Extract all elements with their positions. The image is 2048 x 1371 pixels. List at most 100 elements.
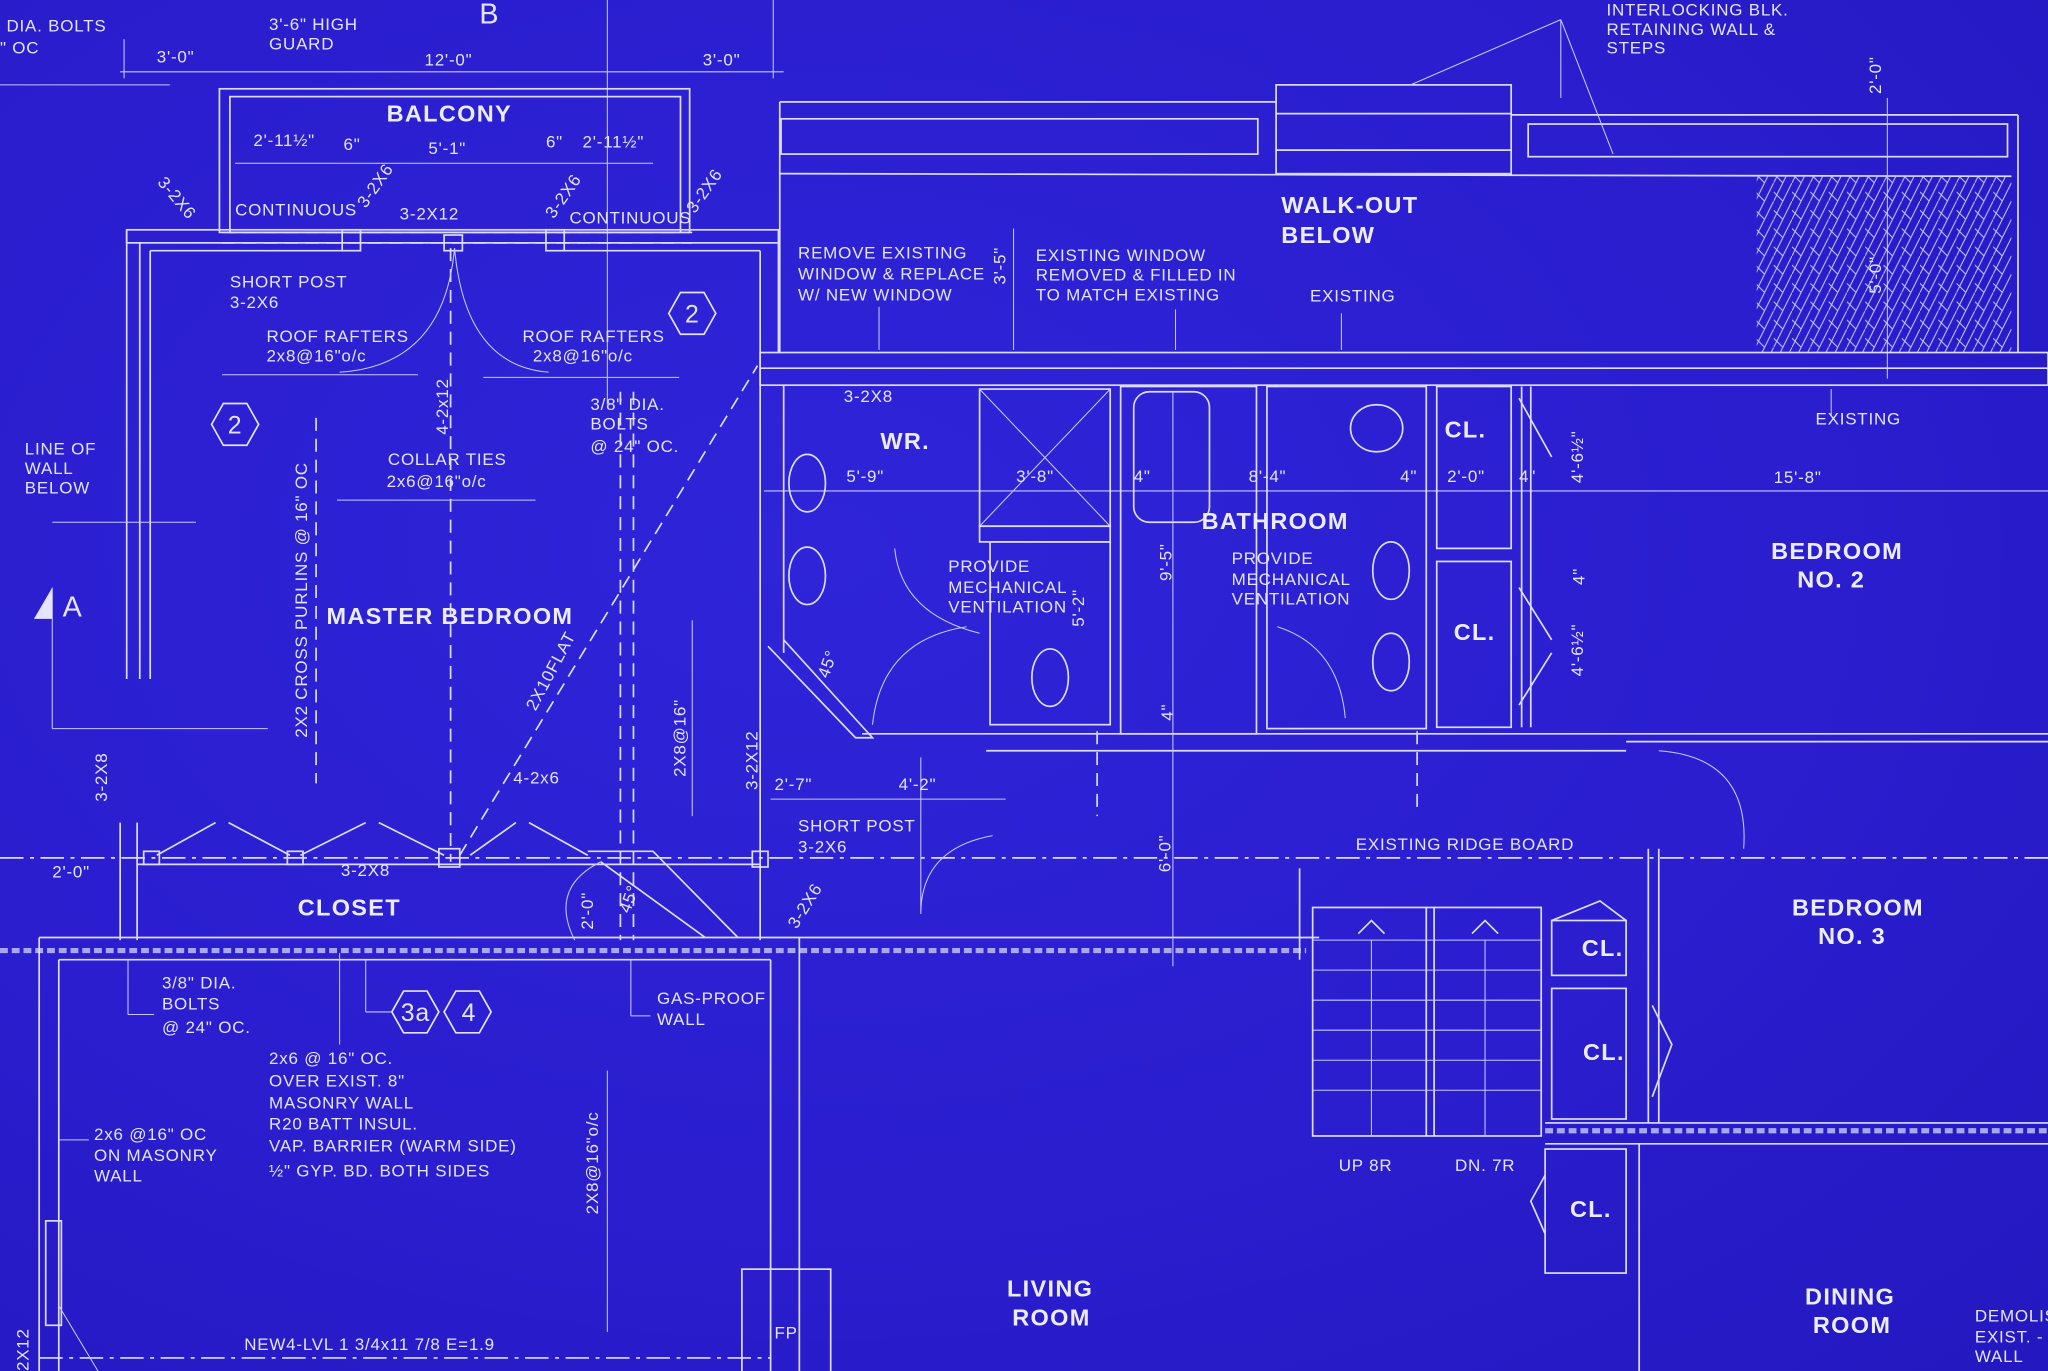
dim-label: 5'-0" bbox=[1866, 256, 1885, 294]
stair-treads bbox=[1312, 939, 1542, 1136]
bolts-note: DIA. BOLTS bbox=[7, 16, 107, 35]
room-label-closet: CL. bbox=[1582, 935, 1624, 961]
room-label-walkout: WALK-OUT bbox=[1281, 192, 1418, 218]
note-line: MECHANICAL bbox=[1232, 570, 1351, 589]
note-line: WALL bbox=[657, 1010, 706, 1029]
detail-tag-2-left: 2 bbox=[210, 402, 260, 447]
tag-number: 3a bbox=[401, 1000, 430, 1027]
note-line: MASONRY WALL bbox=[269, 1094, 414, 1113]
dim-label: 5'-2" bbox=[1069, 589, 1088, 627]
room-label-closet: CL. bbox=[1570, 1196, 1612, 1222]
note-line: REMOVE EXISTING bbox=[798, 244, 967, 263]
dim-label: 8'-4" bbox=[1249, 467, 1287, 486]
note-line: BOLTS bbox=[162, 994, 220, 1013]
dim-label: 3'-0" bbox=[157, 48, 195, 67]
note-line: @ 24" OC. bbox=[162, 1018, 251, 1037]
note-line: W/ NEW WINDOW bbox=[798, 285, 952, 304]
note-line: 3/8" DIA. bbox=[162, 973, 236, 992]
room-label-closet: CL. bbox=[1583, 1039, 1625, 1065]
member-label: 3-2X12 bbox=[400, 204, 459, 223]
member-label: 3-2X6 bbox=[784, 880, 826, 932]
grid-marker-b: B bbox=[479, 0, 499, 31]
note-line: RETAINING WALL & bbox=[1607, 20, 1776, 39]
member-label: 3-2X6 bbox=[154, 173, 200, 223]
note-line: TO MATCH EXISTING bbox=[1036, 285, 1220, 304]
note-line: ½" GYP. BD. BOTH SIDES bbox=[269, 1161, 490, 1180]
dim-label: 4'-2" bbox=[899, 775, 937, 794]
room-label-living-room: ROOM bbox=[1012, 1304, 1090, 1330]
tag-number: 2 bbox=[685, 302, 700, 329]
note-line: 2x8@16"o/c bbox=[533, 347, 633, 366]
note-line: OVER EXIST. 8" bbox=[269, 1071, 405, 1090]
note-line: VENTILATION bbox=[1232, 590, 1351, 609]
member-label: 2X8@16"o/c bbox=[583, 1112, 602, 1215]
section-marker-a: A bbox=[63, 591, 83, 623]
member-label: CONTINUOUS bbox=[569, 208, 691, 227]
note-line: 2x6@16"o/c bbox=[387, 472, 487, 491]
note-line: MECHANICAL bbox=[948, 578, 1067, 597]
note-line: ROOF RAFTERS bbox=[266, 327, 408, 346]
note-line: 3/8" DIA. bbox=[590, 395, 664, 414]
note-line: 3-2X6 bbox=[798, 838, 847, 857]
note-line: VENTILATION bbox=[948, 597, 1067, 616]
note-line: WINDOW & REPLACE bbox=[798, 264, 985, 283]
note-line: PROVIDE bbox=[1232, 549, 1314, 568]
member-label: 4-2x6 bbox=[513, 768, 559, 787]
room-label-master-bedroom: MASTER BEDROOM bbox=[327, 603, 574, 629]
dim-label: 3'-5" bbox=[991, 247, 1010, 285]
stairs-down-label: DN. 7R bbox=[1455, 1156, 1515, 1175]
room-label-dining-room: ROOM bbox=[1813, 1312, 1891, 1338]
member-label: 3-2X6 bbox=[353, 160, 397, 211]
room-label-closet: CL. bbox=[1445, 416, 1487, 442]
note-line: WALL bbox=[25, 459, 74, 478]
member-label: 3-2X8 bbox=[844, 387, 893, 406]
stairs-up-label: UP 8R bbox=[1339, 1156, 1393, 1175]
note-line: INTERLOCKING BLK. bbox=[1607, 1, 1789, 20]
guard-note-2: GUARD bbox=[269, 35, 334, 54]
guard-note-1: 3'-6" HIGH bbox=[269, 15, 358, 34]
member-label: CONTINUOUS bbox=[235, 200, 357, 219]
note-line: SHORT POST bbox=[798, 817, 916, 836]
room-label-wr: WR. bbox=[880, 428, 930, 454]
note-line: COLLAR TIES bbox=[388, 450, 507, 469]
dim-label: 2'-0" bbox=[1447, 467, 1485, 486]
dim-label: 15'-8" bbox=[1774, 468, 1822, 487]
dim-label: 4'-6½" bbox=[1568, 624, 1587, 677]
note-line: ON MASONRY bbox=[94, 1146, 218, 1165]
angle-label: 45° bbox=[814, 648, 841, 681]
tag-number: 4 bbox=[462, 1000, 477, 1027]
note-line: SHORT POST bbox=[230, 272, 348, 291]
note-line: ROOF RAFTERS bbox=[522, 327, 664, 346]
dim-label: 6'-0" bbox=[1155, 835, 1174, 873]
dim-label: 4" bbox=[1158, 704, 1177, 721]
room-label-bedroom-2: BEDROOM bbox=[1771, 538, 1903, 564]
note-line: EXIST. - bbox=[1975, 1327, 2044, 1346]
dim-label: 2'-0" bbox=[578, 892, 597, 930]
note-line: LINE OF bbox=[25, 439, 97, 458]
fireplace-label: FP bbox=[775, 1323, 798, 1342]
dim-label: 9'-5" bbox=[1157, 543, 1176, 581]
lvl-beam-label: NEW4-LVL 1 3/4x11 7/8 E=1.9 bbox=[244, 1335, 495, 1354]
room-label-closet: CL. bbox=[1454, 619, 1496, 645]
dim-label: 4'-6½" bbox=[1568, 430, 1587, 483]
note-line: PROVIDE bbox=[948, 557, 1030, 576]
dim-label: 4" bbox=[1134, 467, 1151, 486]
room-label-bedroom-3-number: NO. 3 bbox=[1818, 923, 1886, 949]
dim-label: 4" bbox=[1519, 467, 1536, 486]
dim-label: 4" bbox=[1400, 467, 1417, 486]
member-label: 3-2X8 bbox=[92, 753, 111, 802]
note-existing: EXISTING bbox=[1310, 287, 1395, 306]
note-line: DEMOLIS bbox=[1975, 1306, 2048, 1325]
member-label: 2X2 CROSS PURLINS @ 16" OC bbox=[292, 462, 311, 738]
detail-tag-3a-4: 3a 4 bbox=[390, 990, 493, 1034]
dim-label: 3'-0" bbox=[703, 50, 741, 69]
note-line: VAP. BARRIER (WARM SIDE) bbox=[269, 1137, 517, 1156]
note-line: BOLTS bbox=[590, 415, 648, 434]
dim-label: 2'-11½" bbox=[583, 133, 645, 152]
dim-label: 12'-0" bbox=[424, 50, 472, 69]
tag-number: 2 bbox=[228, 413, 243, 440]
note-line: REMOVED & FILLED IN bbox=[1036, 266, 1237, 285]
